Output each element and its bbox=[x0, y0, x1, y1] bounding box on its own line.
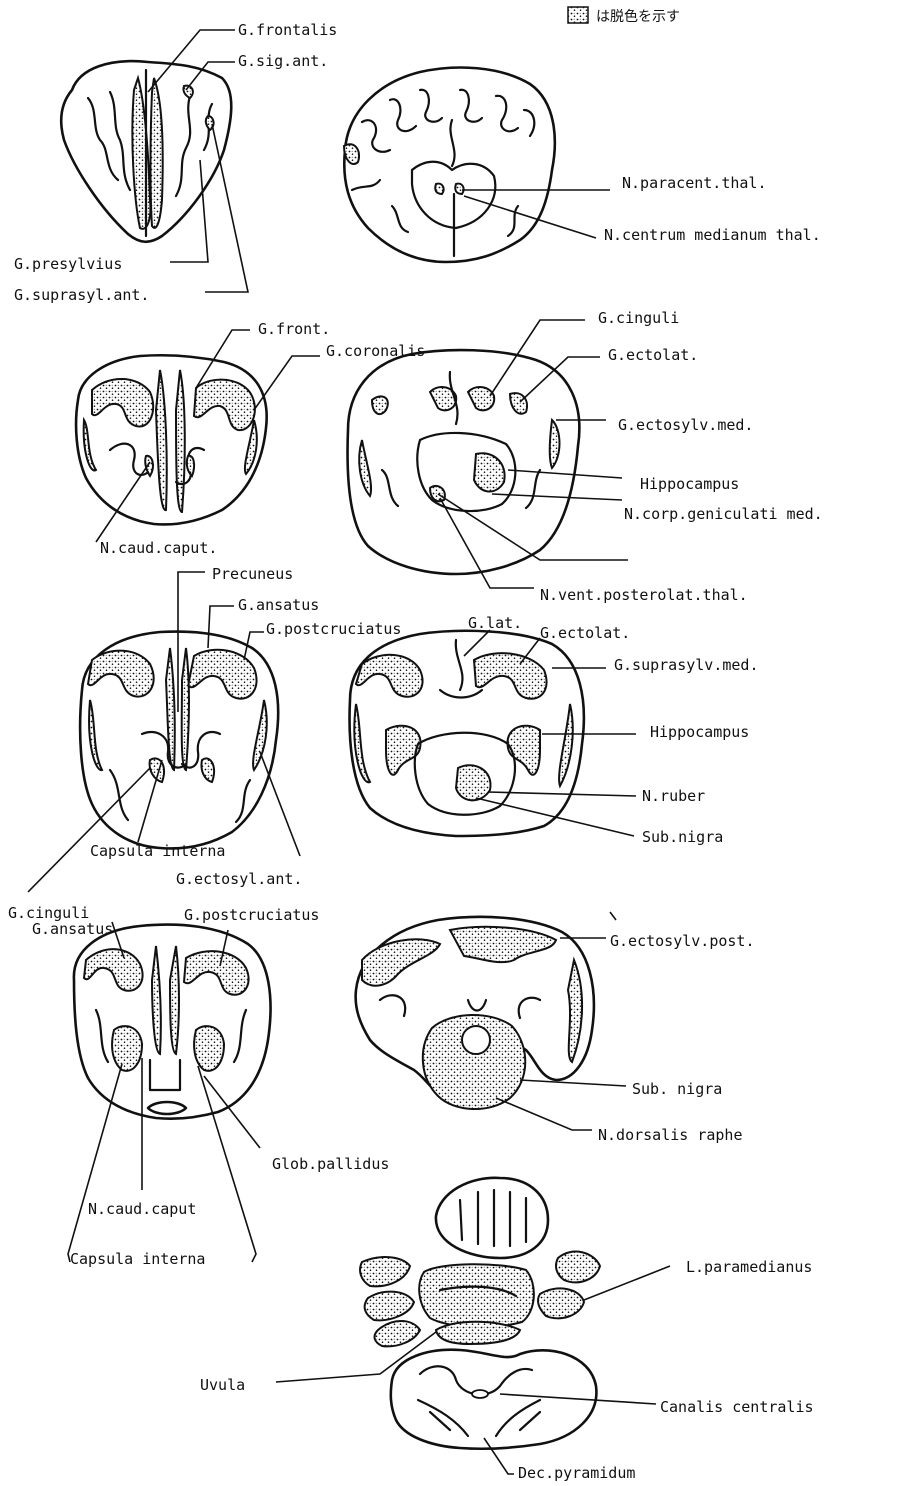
label-hippocampus-1: Hippocampus bbox=[640, 475, 739, 493]
section-raphe bbox=[356, 917, 594, 1109]
label-n-caud-caput-2: N.caud.caput bbox=[88, 1200, 196, 1218]
label-g-presylvius: G.presylvius bbox=[14, 255, 122, 273]
label-sub-nigra-2: Sub. nigra bbox=[632, 1080, 722, 1098]
label-g-ansatus-2: G.ansatus bbox=[32, 920, 113, 938]
label-g-postcruciatus-1: G.postcruciatus bbox=[266, 620, 401, 638]
label-capsula-interna-2: Capsula interna bbox=[70, 1250, 205, 1268]
label-hippocampus-2: Hippocampus bbox=[650, 723, 749, 741]
stipple-swatch-icon bbox=[568, 7, 588, 23]
label-g-postcruciatus-2: G.postcruciatus bbox=[184, 906, 319, 924]
section-caudate-head bbox=[76, 355, 267, 524]
label-sub-nigra-1: Sub.nigra bbox=[642, 828, 723, 846]
label-n-ruber: N.ruber bbox=[642, 787, 705, 805]
label-g-suprasylv-med: G.suprasylv.med. bbox=[614, 656, 759, 674]
label-canalis-centralis: Canalis centralis bbox=[660, 1398, 814, 1416]
label-capsula-interna-1: Capsula interna bbox=[90, 842, 225, 860]
label-g-frontalis: G.frontalis bbox=[238, 21, 337, 39]
label-g-front: G.front. bbox=[258, 320, 330, 338]
section-globus-pallidus bbox=[74, 925, 271, 1119]
section-thalamus-anterior bbox=[344, 68, 555, 262]
label-g-ectolat: G.ectolat. bbox=[608, 346, 698, 364]
label-uvula: Uvula bbox=[200, 1376, 245, 1394]
label-g-ansatus-1: G.ansatus bbox=[238, 596, 319, 614]
label-g-suprasyl-ant: G.suprasyl.ant. bbox=[14, 286, 149, 304]
label-n-dorsalis-raphe: N.dorsalis raphe bbox=[598, 1126, 743, 1144]
section-frontal-pole bbox=[61, 61, 231, 242]
label-n-corp-geniculati: N.corp.geniculati med. bbox=[624, 505, 823, 523]
section-cerebellum bbox=[360, 1178, 600, 1486]
label-n-paracent-thal: N.paracent.thal. bbox=[622, 174, 767, 192]
label-g-coronalis: G.coronalis bbox=[326, 342, 425, 360]
label-g-cinguli: G.cinguli bbox=[598, 309, 679, 327]
label-precuneus: Precuneus bbox=[212, 565, 293, 583]
label-g-sig-ant: G.sig.ant. bbox=[238, 52, 328, 70]
label-l-paramedianus: L.paramedianus bbox=[686, 1258, 812, 1276]
label-g-lat: G.lat. bbox=[468, 614, 522, 632]
label-g-ectolat-2: G.ectolat. bbox=[540, 624, 630, 642]
label-n-caud-caput: N.caud.caput. bbox=[100, 539, 217, 557]
label-g-ectosylv-med: G.ectosylv.med. bbox=[618, 416, 753, 434]
section-precuneus bbox=[80, 632, 278, 849]
label-dec-pyramidum: Dec.pyramidum bbox=[518, 1464, 635, 1482]
label-g-ectosylv-post: G.ectosylv.post. bbox=[610, 932, 755, 950]
label-g-ectosyl-ant: G.ectosyl.ant. bbox=[176, 870, 302, 888]
label-n-vent-posterolat: N.vent.posterolat.thal. bbox=[540, 586, 748, 604]
label-n-centrum-medianum: N.centrum medianum thal. bbox=[604, 226, 821, 244]
label-glob-pallidus: Glob.pallidus bbox=[272, 1155, 389, 1173]
legend: は脱色を示す bbox=[568, 7, 680, 25]
legend-note: は脱色を示す bbox=[596, 8, 680, 25]
